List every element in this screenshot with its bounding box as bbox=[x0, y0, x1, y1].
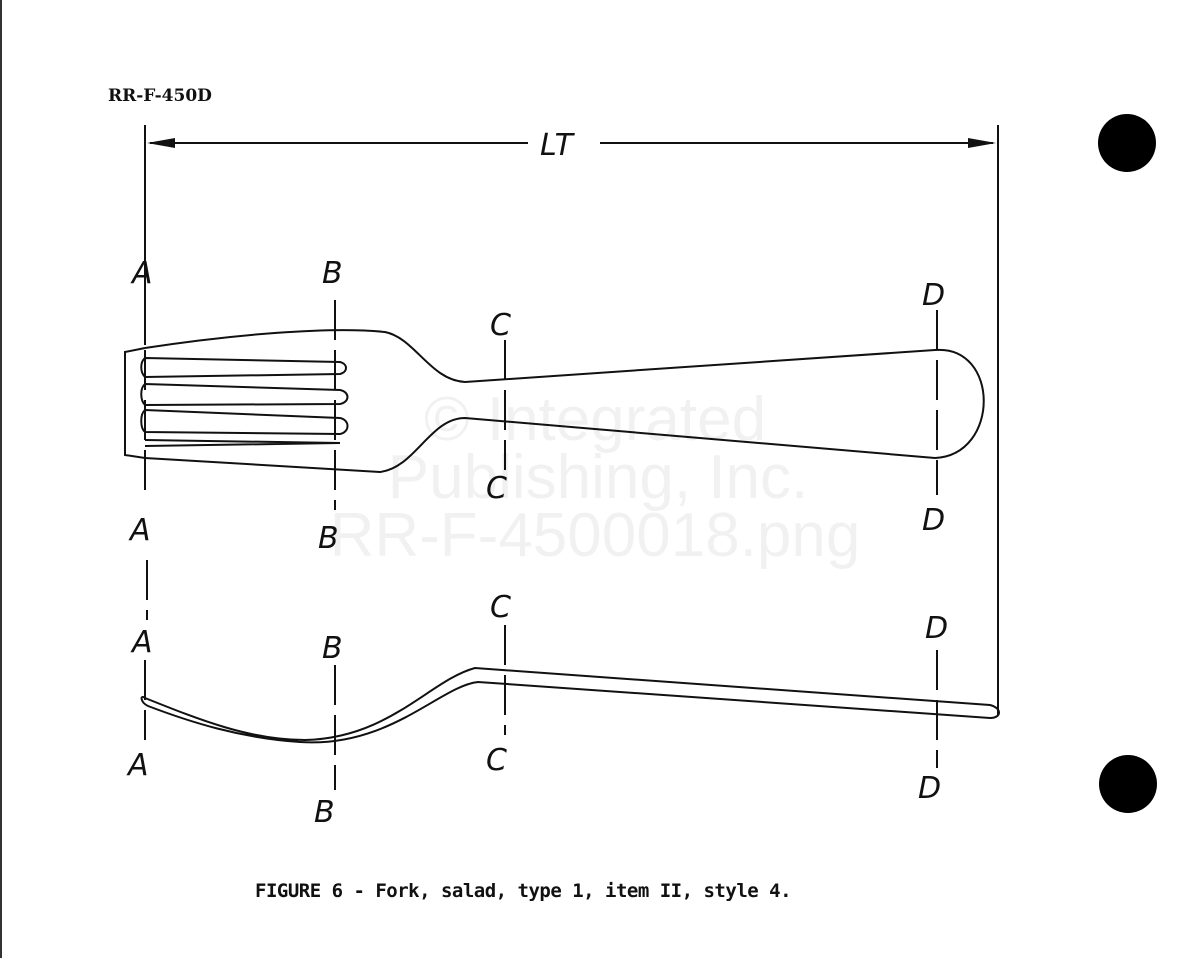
label-c: C bbox=[486, 743, 507, 778]
label-a: A bbox=[130, 625, 153, 660]
figure-caption: FIGURE 6 - Fork, salad, type 1, item II,… bbox=[255, 880, 792, 902]
label-d: D bbox=[925, 611, 948, 646]
fork-top-view bbox=[124, 329, 985, 474]
label-c: C bbox=[490, 308, 511, 343]
label-b: B bbox=[318, 521, 339, 556]
label-a: A bbox=[126, 748, 149, 783]
label-d: D bbox=[922, 503, 945, 538]
label-c: C bbox=[490, 590, 511, 625]
label-b: B bbox=[314, 795, 335, 830]
binder-hole-bottom bbox=[1099, 755, 1157, 813]
label-b: B bbox=[322, 631, 343, 666]
binder-hole-top bbox=[1098, 114, 1156, 172]
lt-label: LT bbox=[540, 128, 576, 163]
document-id: RR-F-450D bbox=[108, 86, 212, 106]
watermark-line: © Integrated bbox=[424, 385, 766, 454]
watermark-line: RR-F-4500018.png bbox=[330, 501, 861, 570]
label-d: D bbox=[918, 771, 941, 806]
label-a: A bbox=[128, 513, 151, 548]
label-b: B bbox=[322, 256, 343, 291]
watermark-line: Publishing, Inc. bbox=[388, 443, 808, 512]
label-c: C bbox=[486, 471, 507, 506]
label-d: D bbox=[922, 278, 945, 313]
lt-dimension: LT bbox=[144, 125, 999, 715]
fork-side-view bbox=[140, 666, 1000, 744]
label-a: A bbox=[130, 256, 153, 291]
section-lines bbox=[144, 300, 938, 790]
